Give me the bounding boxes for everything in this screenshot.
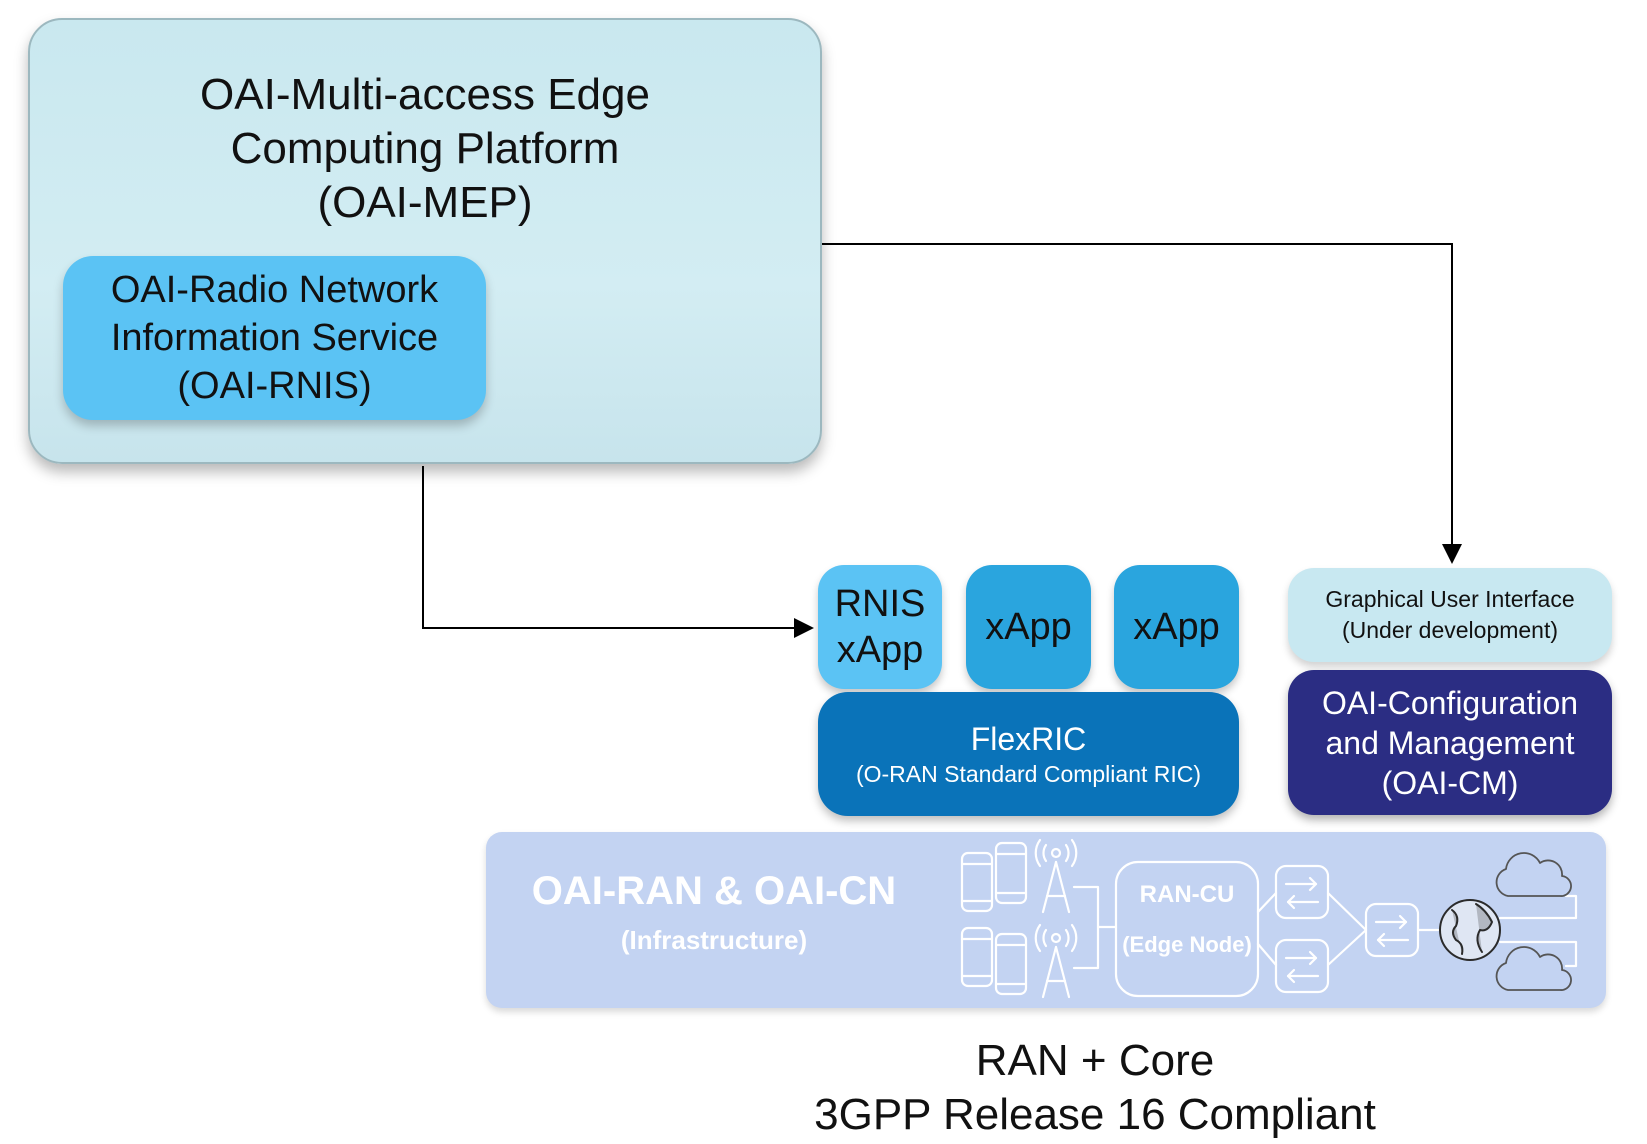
ran-cu-label: RAN-CU xyxy=(1139,881,1235,908)
xapp-label: xApp xyxy=(1133,606,1220,648)
mep-title-line-1: OAI-Multi-access Edge xyxy=(200,70,650,119)
oai-cm-line-3: (OAI-CM) xyxy=(1381,764,1519,801)
flexric-box: FlexRIC (O-RAN Standard Compliant RIC) xyxy=(818,692,1239,816)
footer-caption: RAN + Core 3GPP Release 16 Compliant xyxy=(700,1034,1490,1142)
router-icon xyxy=(1364,902,1420,958)
rnis-line-1: OAI-Radio Network xyxy=(110,269,439,311)
xapp-box: xApp xyxy=(1114,565,1239,689)
ran-cu-node xyxy=(1114,860,1260,998)
gui-line-2: (Under development) xyxy=(1341,617,1559,643)
rnis-xapp-line-2: xApp xyxy=(836,629,924,671)
router-icon xyxy=(1274,864,1330,920)
rnis-line-2: Information Service xyxy=(110,317,439,359)
mep-title: OAI-Multi-access Edge Computing Platform… xyxy=(200,68,650,230)
oai-cm-box: OAI-Configuration and Management (OAI-CM… xyxy=(1288,670,1612,815)
phone-icon xyxy=(994,841,1028,905)
antenna-icon xyxy=(1034,838,1078,914)
rnis-xapp-line-1: RNIS xyxy=(834,583,926,625)
mep-title-line-2: Computing Platform xyxy=(230,124,620,173)
rnis-service-box: OAI-Radio Network Information Service (O… xyxy=(63,256,486,420)
arrow-mep-to-rnis-xapp xyxy=(422,466,814,638)
infrastructure-subtitle: (Infrastructure) xyxy=(620,925,808,955)
ran-cu-sublabel: (Edge Node) xyxy=(1122,932,1252,957)
phone-icon xyxy=(960,926,994,988)
gui-box: Graphical User Interface (Under developm… xyxy=(1288,568,1612,662)
footer-line-1: RAN + Core xyxy=(975,1036,1215,1085)
footer-line-2: 3GPP Release 16 Compliant xyxy=(814,1090,1376,1139)
router-icon xyxy=(1274,938,1330,994)
rnis-line-3: (OAI-RNIS) xyxy=(177,365,372,407)
rnis-xapp-box: RNIS xApp xyxy=(818,565,942,689)
arrow-mep-to-gui xyxy=(822,243,1462,564)
infrastructure-title: OAI-RAN & OAI-CN xyxy=(531,869,897,913)
mep-platform-box: OAI-Multi-access Edge Computing Platform… xyxy=(28,18,822,464)
antenna-icon xyxy=(1034,923,1078,999)
flexric-subtitle: (O-RAN Standard Compliant RIC) xyxy=(855,761,1202,787)
cloud-icon xyxy=(1495,946,1572,991)
phone-icon xyxy=(960,851,994,913)
gui-line-1: Graphical User Interface xyxy=(1325,586,1575,612)
flexric-name: FlexRIC xyxy=(970,721,1087,757)
globe-icon xyxy=(1439,899,1501,961)
xapp-box: xApp xyxy=(966,565,1091,689)
phone-icon xyxy=(994,932,1028,996)
oai-cm-line-1: OAI-Configuration xyxy=(1321,684,1579,721)
xapp-label: xApp xyxy=(985,606,1072,648)
oai-cm-line-2: and Management xyxy=(1325,724,1575,761)
mep-title-line-3: (OAI-MEP) xyxy=(317,178,533,227)
cloud-icon xyxy=(1495,852,1572,897)
